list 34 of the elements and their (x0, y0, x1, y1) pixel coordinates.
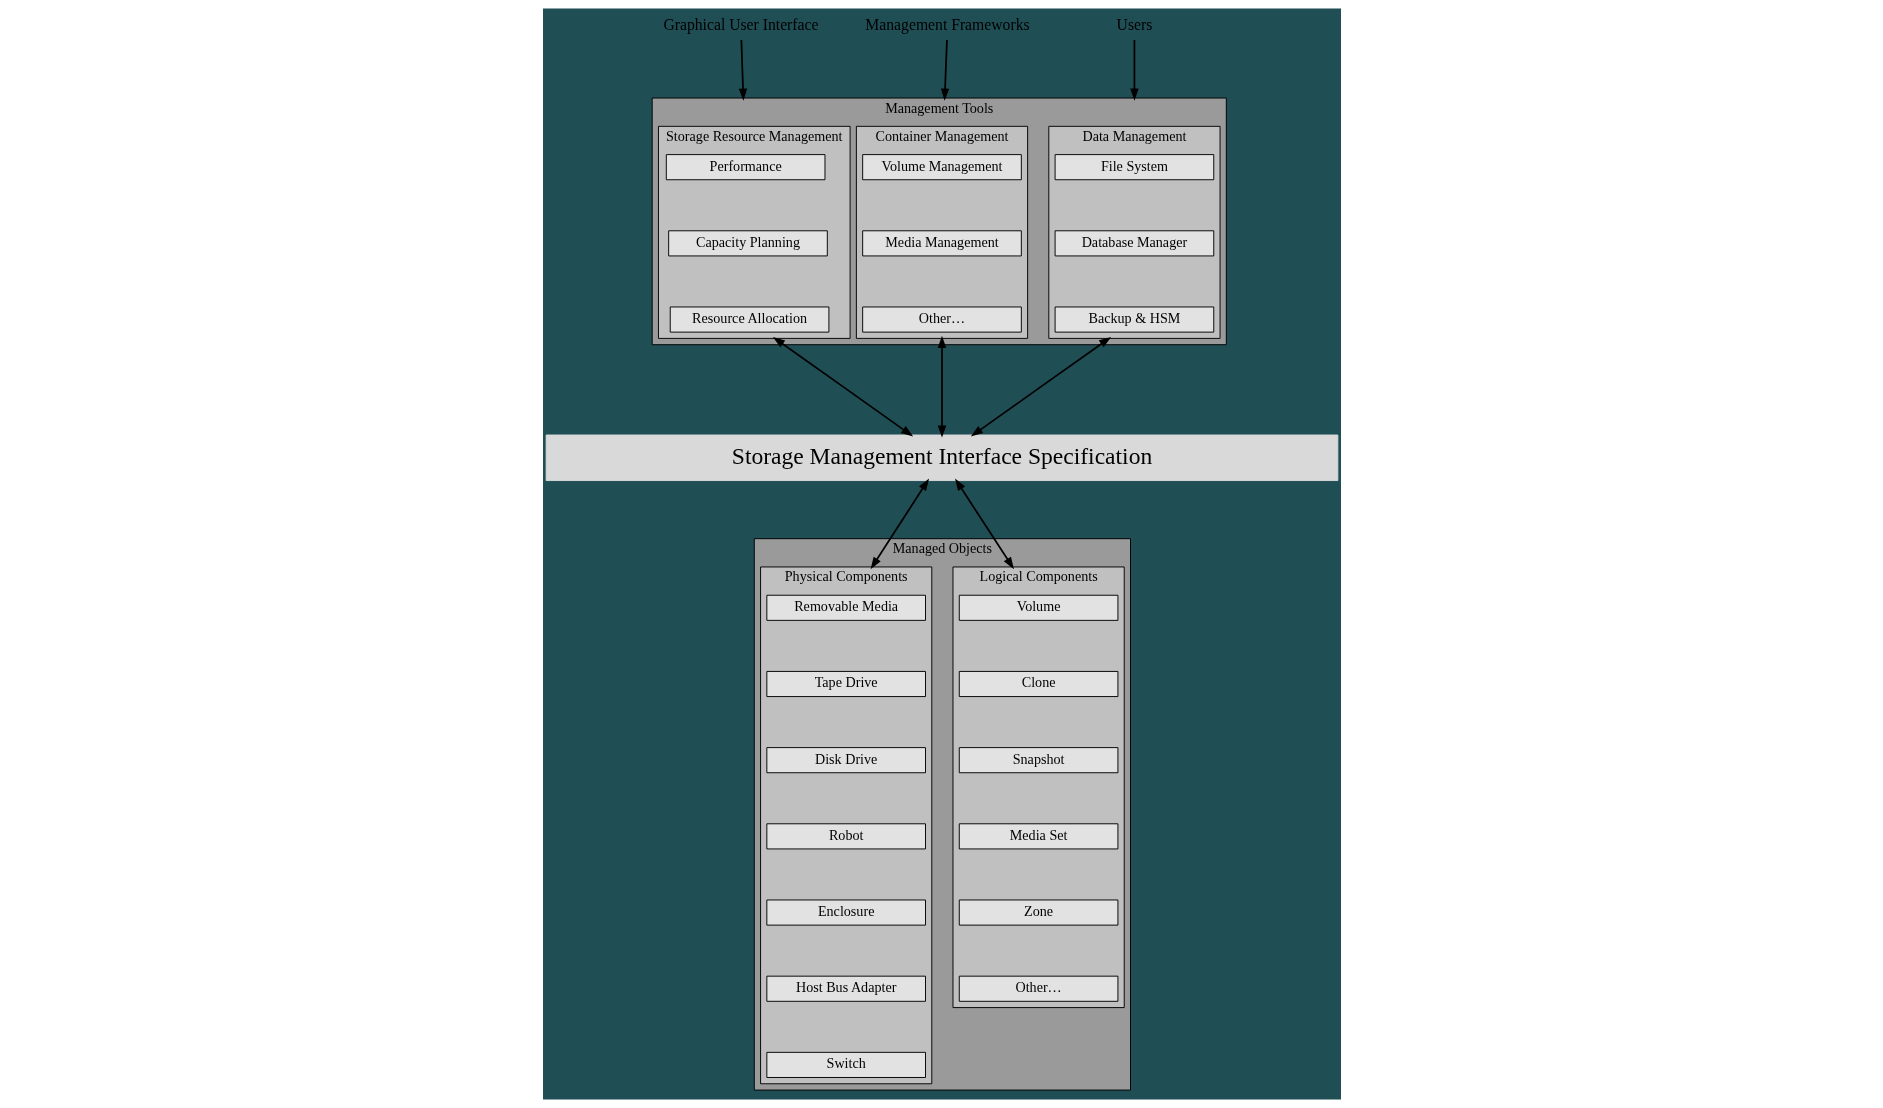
node-box: Performance (665, 154, 825, 181)
node-box: Volume Management (861, 154, 1022, 181)
node-box: Switch (765, 1051, 926, 1078)
node-box: Storage Management Interface Specification (545, 434, 1338, 482)
node-box: Clone (958, 670, 1118, 698)
node-box: Tape Drive (765, 670, 926, 698)
node-box: Other… (861, 306, 1022, 333)
node-box: Media Management (861, 230, 1022, 257)
node-box: Media Set (958, 823, 1118, 850)
node-box: Database Manager (1054, 230, 1214, 257)
node-box: Robot (765, 823, 926, 850)
node-box: Disk Drive (765, 747, 926, 774)
node-box: Snapshot (958, 747, 1118, 774)
arrow (772, 336, 913, 437)
node-box: Backup & HSM (1054, 306, 1214, 333)
node-box: Enclosure (765, 899, 926, 926)
node-box: Host Bus Adapter (765, 975, 926, 1002)
node-box: Resource Allocation (669, 306, 829, 333)
node-text: Management Frameworks (864, 15, 1030, 33)
node-text: Users (1116, 15, 1152, 33)
node-box: Other… (958, 975, 1118, 1002)
node-box: Removable Media (765, 594, 926, 621)
arrow (1129, 39, 1139, 101)
arrow (940, 39, 949, 101)
arrow (954, 478, 1014, 570)
arrow (937, 335, 946, 438)
node-text: Graphical User Interface (662, 15, 818, 33)
arrow (870, 478, 929, 570)
node-box: Zone (958, 899, 1118, 926)
arrow (738, 39, 747, 101)
node-box: Volume (958, 594, 1118, 621)
node-box: Capacity Planning (667, 230, 828, 257)
arrow (970, 336, 1111, 437)
node-box: File System (1054, 154, 1214, 181)
